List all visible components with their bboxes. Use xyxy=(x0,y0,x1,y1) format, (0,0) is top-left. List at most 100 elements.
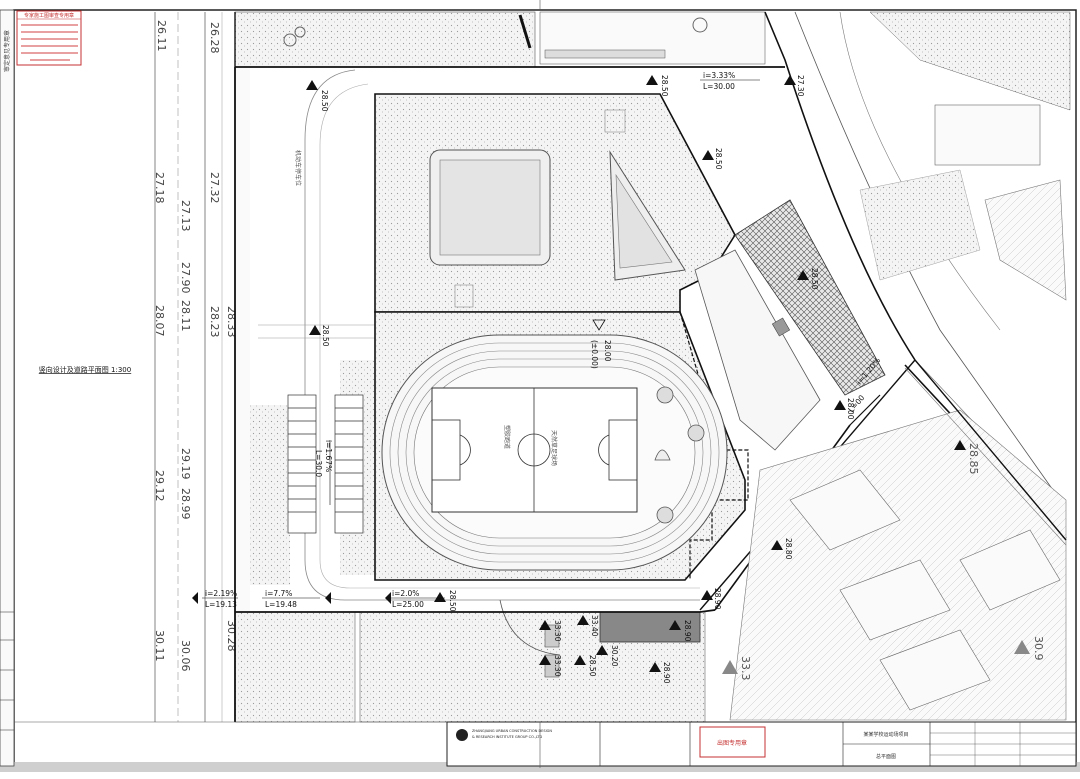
svg-text:28.50: 28.50 xyxy=(320,90,329,112)
svg-text:28.00: 28.00 xyxy=(603,340,612,362)
company-logo-icon xyxy=(456,729,468,741)
elevation-marker: 28.00 xyxy=(834,398,855,420)
parking-label: 机动车停车位 xyxy=(294,150,302,186)
svg-text:i=3.33%: i=3.33% xyxy=(703,71,735,80)
svg-text:L=30.00: L=30.00 xyxy=(703,82,735,91)
road-level: 28.99 xyxy=(179,488,192,520)
elevation-marker: 33.30 xyxy=(539,655,562,677)
svg-text:28.50: 28.50 xyxy=(588,655,597,677)
elevation-marker: 28.80 xyxy=(771,538,793,560)
upper-courts xyxy=(429,109,686,308)
slope-label: i=1.67% L=30.0 xyxy=(314,440,333,505)
elevation-marker: 28.85 xyxy=(954,440,980,475)
review-stamp: 专家施工图审查专用章 xyxy=(16,10,82,66)
road-level: 30.11 xyxy=(153,630,166,662)
elevation-markers: 28.50 28.50 27.30 28.50 28.50 28.50 28.0… xyxy=(306,75,1045,684)
elevation-marker: 28.90 xyxy=(649,662,671,684)
svg-text:L=25.00: L=25.00 xyxy=(392,600,424,609)
east-building xyxy=(694,199,886,451)
elevation-marker: 33.3 xyxy=(722,656,752,681)
svg-text:28.00: 28.00 xyxy=(846,398,855,420)
elevation-marker: 28.50 xyxy=(797,268,819,290)
svg-text:33.30: 33.30 xyxy=(553,655,562,677)
field-label: 天然草足球场 xyxy=(550,430,558,466)
title-block: ZHANGJIANG URBAN CONSTRUCTION DESIGN & R… xyxy=(446,721,1077,767)
drawing-title: 竖向设计及道路平面图 1:300 xyxy=(39,365,131,374)
road-level: 26.11 xyxy=(155,20,168,52)
track-label: 塑胶跑道 xyxy=(503,425,511,449)
elevation-marker: 28.00 xyxy=(592,319,612,362)
elevation-marker: 30.9 xyxy=(1014,636,1045,661)
elevation-marker: 28.50 xyxy=(574,655,597,677)
north-existing xyxy=(234,11,766,68)
svg-text:28.50: 28.50 xyxy=(810,268,819,290)
svg-text:33.30: 33.30 xyxy=(553,620,562,642)
slope-label: i=2.19% L=19.13 xyxy=(202,589,238,609)
road-level: 28.07 xyxy=(153,305,166,337)
road-level: 30.06 xyxy=(179,640,192,672)
project-name: 某某学校运动场项目 xyxy=(863,731,908,738)
elevation-marker: 27.30 xyxy=(784,75,805,97)
elevation-marker: 30.20 xyxy=(596,645,619,667)
sheet-name: 总平面图 xyxy=(876,753,896,760)
elevation-marker: 28.50 xyxy=(702,148,723,170)
road-levels: 26.11 26.28 27.32 27.18 27.13 27.90 28.1… xyxy=(153,20,238,672)
svg-text:L=19.13: L=19.13 xyxy=(205,600,237,609)
football-field: 天然草足球场 塑胶跑道 xyxy=(431,387,638,513)
road-level: 29.12 xyxy=(153,470,166,502)
road-level: 29.19 xyxy=(179,448,192,480)
svg-text:33.40: 33.40 xyxy=(590,615,599,637)
slope-label: i=2.0% L=25.00 xyxy=(389,589,445,609)
field-events xyxy=(654,386,705,524)
red-stamp: 出图专用章 xyxy=(717,739,747,747)
svg-text:i=7.7%: i=7.7% xyxy=(265,589,292,598)
svg-text:i=1.67%: i=1.67% xyxy=(324,440,333,472)
elevation-marker: 28.90 xyxy=(669,620,692,642)
logo-line-2: & RESEARCH INSTITUTE GROUP CO.,LTD xyxy=(472,735,543,739)
elevation-marker: 33.40 xyxy=(577,615,599,637)
svg-text:33.3: 33.3 xyxy=(739,656,752,681)
svg-text:28.50: 28.50 xyxy=(714,148,723,170)
road-level: 27.32 xyxy=(208,172,221,204)
slope-label: i=7.7% L=19.48 xyxy=(262,589,320,609)
elevation-marker: 28.50 xyxy=(646,75,669,97)
road-level: 26.28 xyxy=(208,22,221,54)
northeast-buildings xyxy=(859,11,1071,301)
elevation-marker: 28.50 xyxy=(309,325,330,347)
parking-bays xyxy=(287,394,364,534)
svg-text:i=2.19%: i=2.19% xyxy=(205,589,237,598)
svg-text:28.50: 28.50 xyxy=(321,325,330,347)
southeast-buildings xyxy=(729,409,1067,721)
svg-text:L=30.0: L=30.0 xyxy=(314,450,323,477)
logo-line-1: ZHANGJIANG URBAN CONSTRUCTION DESIGN xyxy=(472,729,552,733)
west-road xyxy=(154,12,223,722)
side-strip-text: 审定意见专用章 xyxy=(3,30,11,72)
elevation-marker: 28.90 xyxy=(701,588,722,610)
road-level: 28.23 xyxy=(208,306,221,338)
svg-text:30.20: 30.20 xyxy=(610,645,619,667)
elevation-marker: 28.50 xyxy=(306,80,329,112)
elevation-marker: (±0.00) xyxy=(590,340,599,369)
elevation-marker: 28.50 xyxy=(434,590,457,612)
svg-text:i=2.0%: i=2.0% xyxy=(392,589,419,598)
road-level: 28.11 xyxy=(179,300,192,332)
svg-text:30.9: 30.9 xyxy=(1032,636,1045,661)
svg-text:27.30: 27.30 xyxy=(796,75,805,97)
svg-text:28.50: 28.50 xyxy=(660,75,669,97)
svg-text:28.90: 28.90 xyxy=(713,588,722,610)
south-area xyxy=(234,599,706,723)
svg-text:(±0.00): (±0.00) xyxy=(590,340,599,369)
south-boundary xyxy=(235,609,716,613)
stamp-header: 专家施工图审查专用章 xyxy=(24,12,74,19)
svg-text:28.90: 28.90 xyxy=(683,620,692,642)
svg-text:28.50: 28.50 xyxy=(448,590,457,612)
road-level: 27.13 xyxy=(179,200,192,232)
road-level: 27.90 xyxy=(179,262,192,294)
road-level: 27.18 xyxy=(153,172,166,204)
elevation-marker: 33.30 xyxy=(539,620,562,642)
svg-text:L=19.48: L=19.48 xyxy=(265,600,297,609)
slope-label: i=3.33% L=30.00 xyxy=(700,71,760,91)
flow-arrows xyxy=(192,592,391,604)
left-strip: 审定意见专用章 xyxy=(0,9,15,767)
